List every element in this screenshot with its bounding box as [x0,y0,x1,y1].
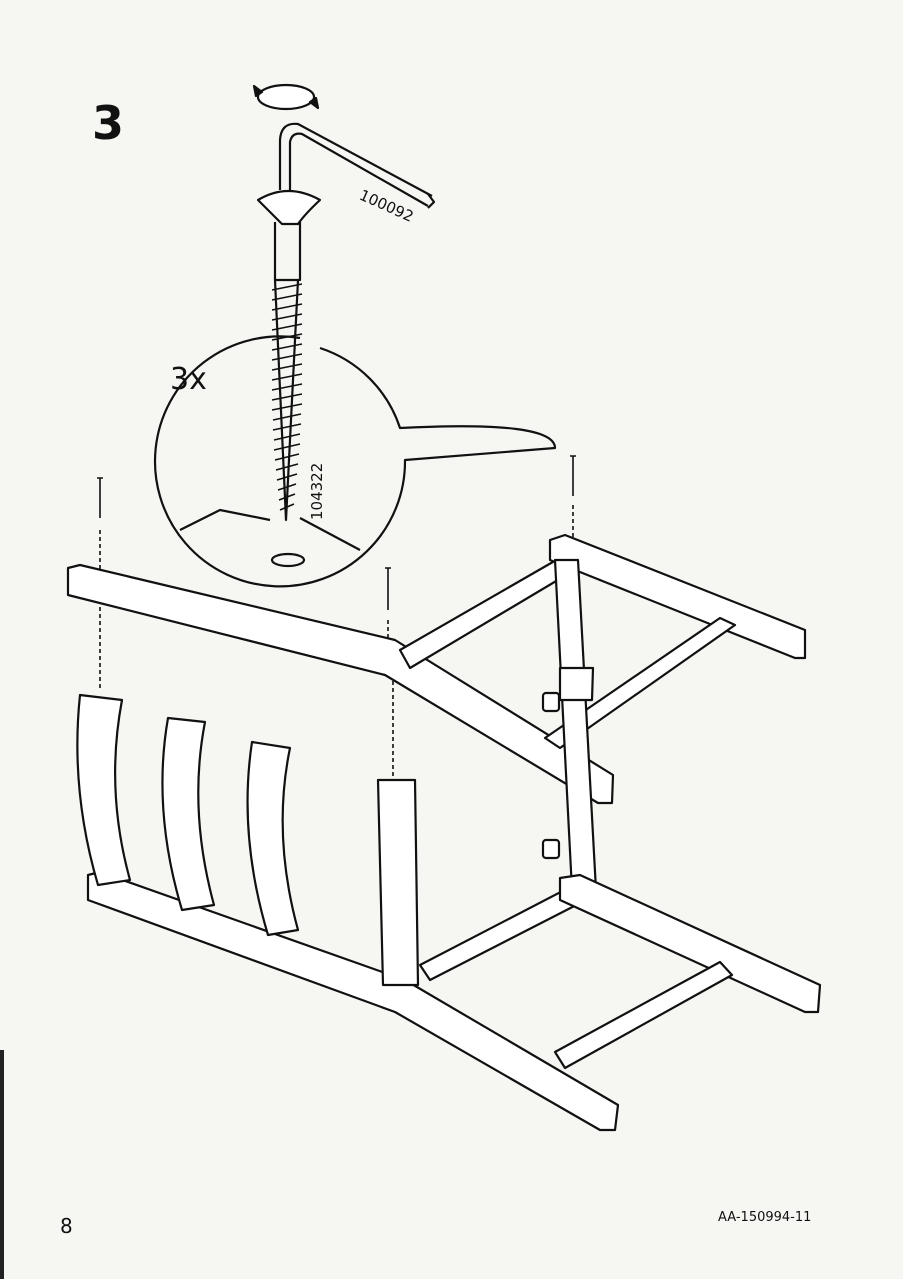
screw-quantity: 3x [170,362,207,397]
detail-callout [153,335,557,588]
document-code: AA-150994-11 [718,1210,812,1225]
screw-icon [256,190,322,522]
scan-edge [0,1050,4,1279]
chair-frame [66,533,822,1132]
rotate-arrows-icon [252,83,320,111]
step-number: 3 [92,96,125,150]
page-number: 8 [60,1214,73,1238]
screw-part-number: 104322 [308,462,326,520]
allen-key-icon [278,122,436,209]
small-screws [97,455,576,780]
